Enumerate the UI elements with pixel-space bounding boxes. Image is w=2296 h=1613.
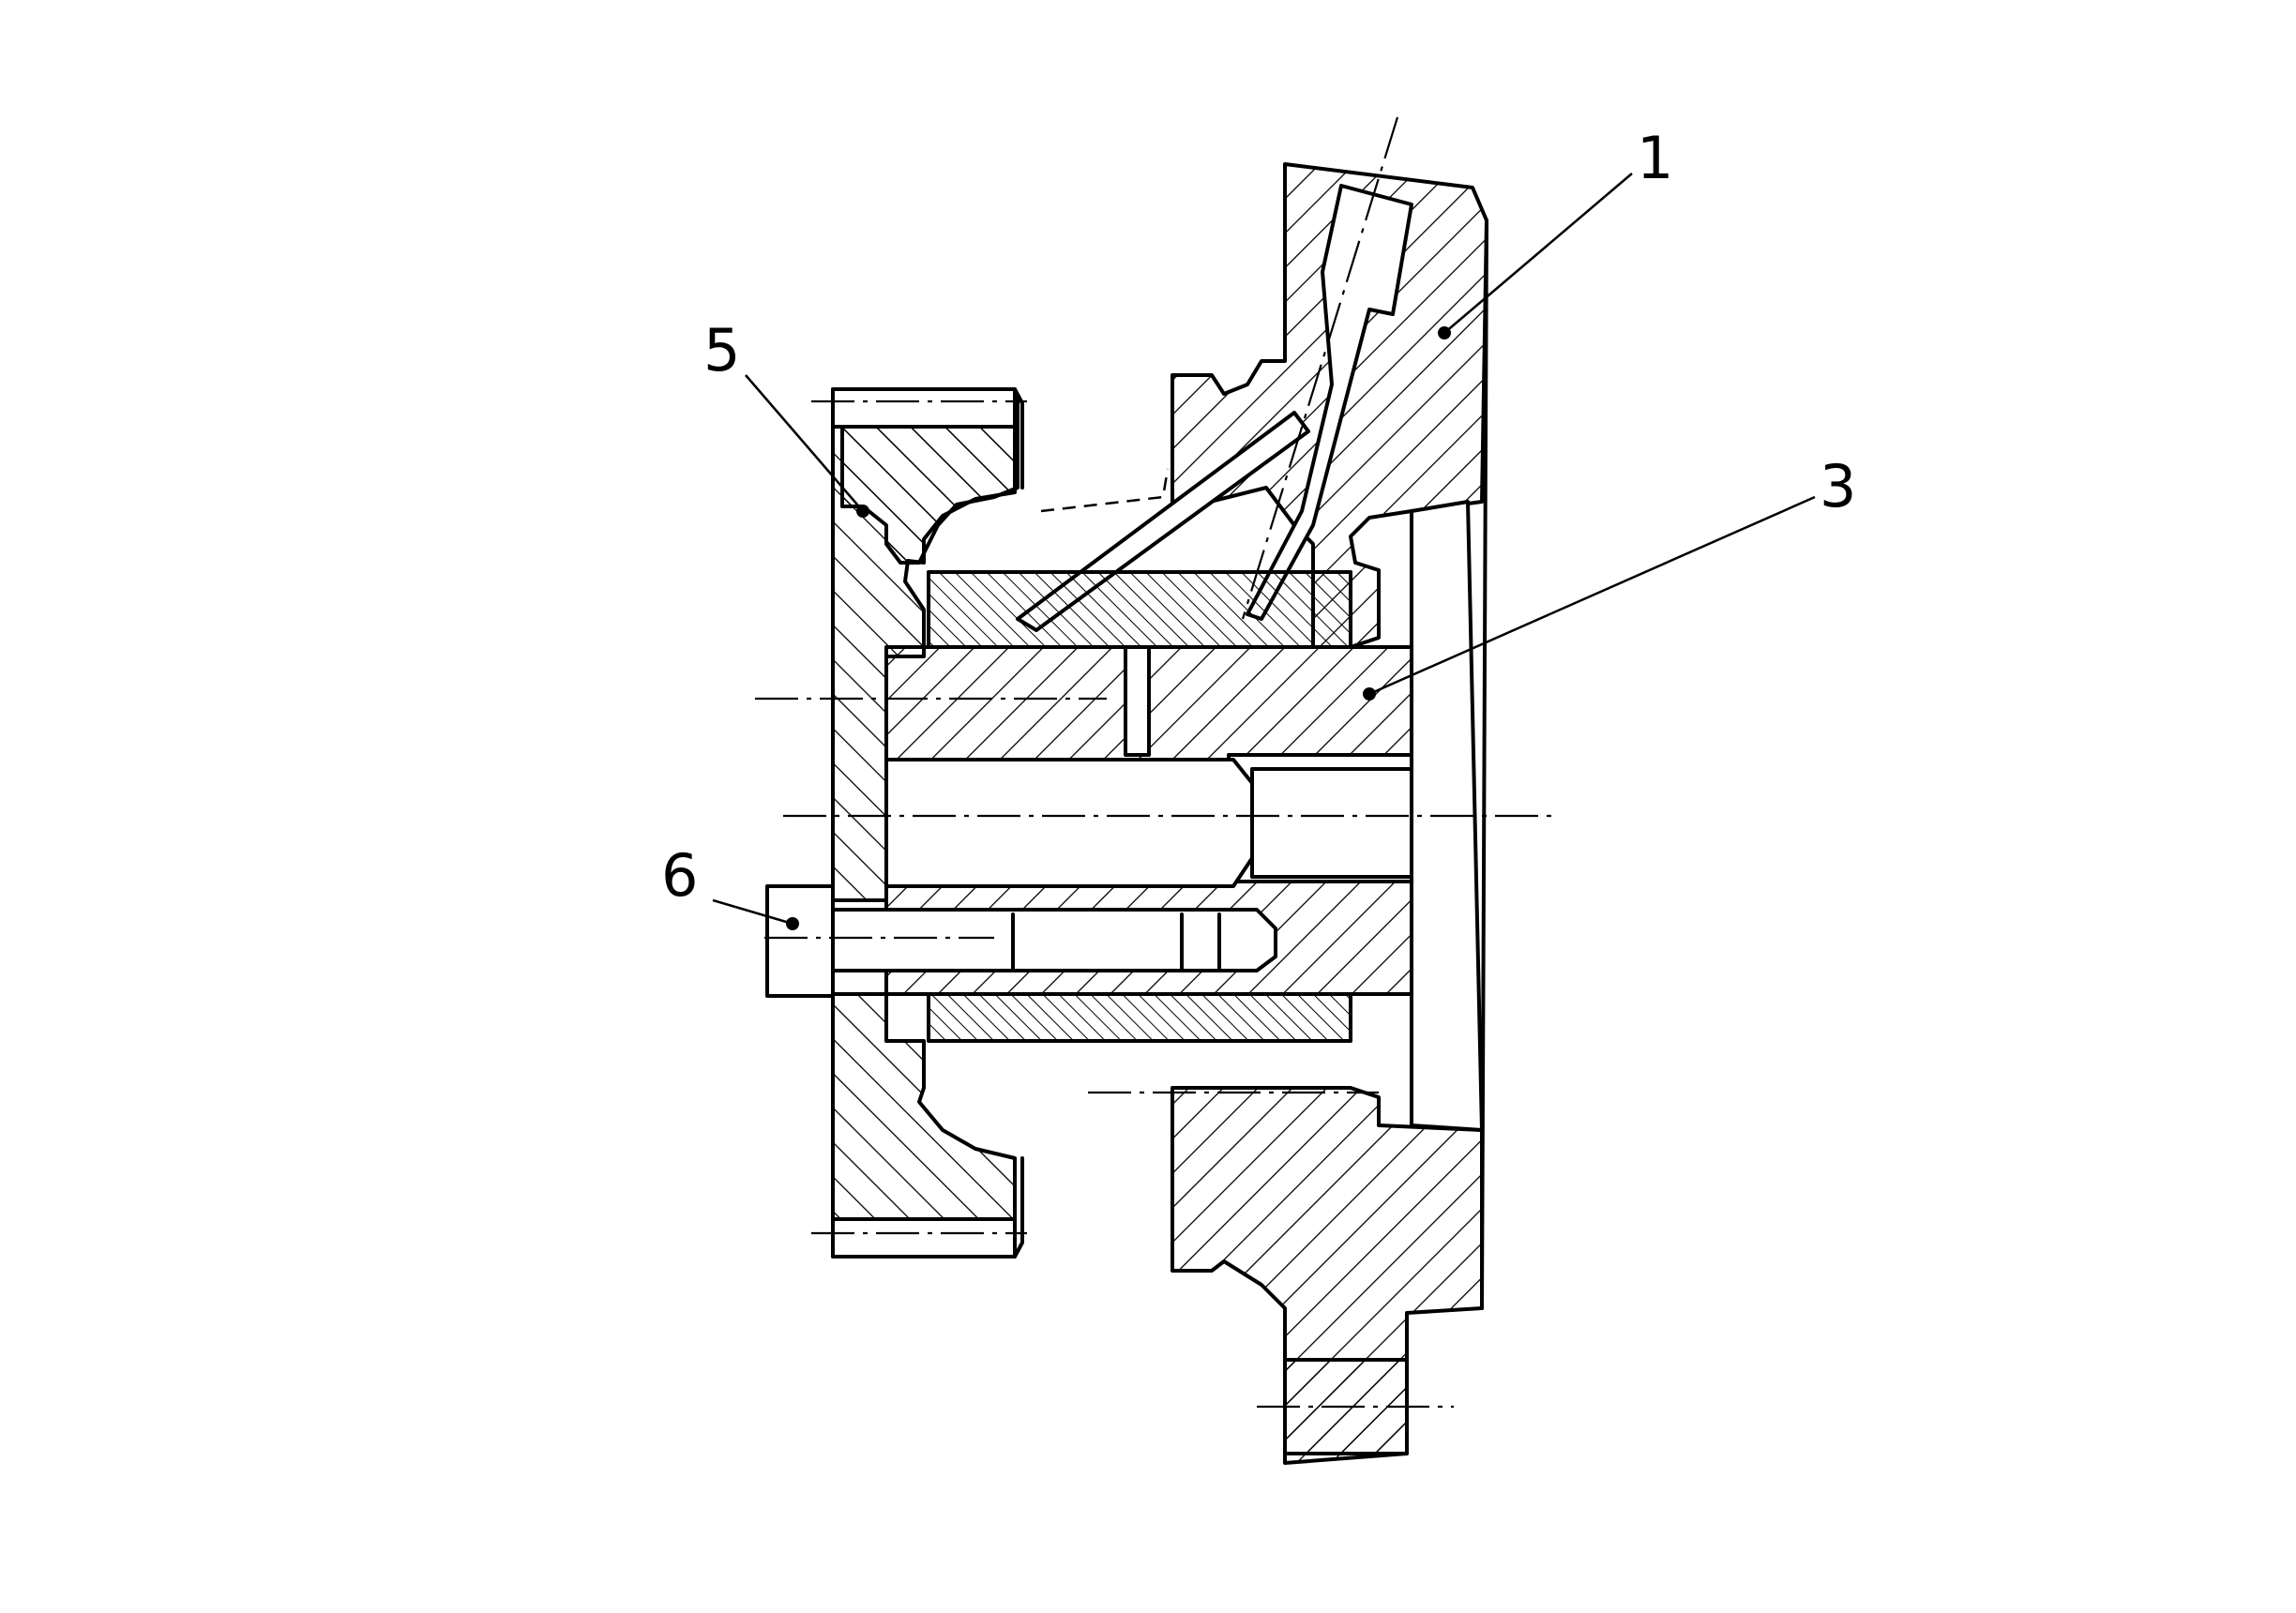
part-5-top-lip xyxy=(831,387,1017,429)
part-5-bottom-lip xyxy=(831,1217,1017,1259)
hidden-lines xyxy=(1040,468,1170,513)
leader-lines xyxy=(712,173,1816,930)
part-3-bore-right xyxy=(1250,767,1413,879)
part-1-right-edge xyxy=(1480,219,1488,1310)
callout-3: 3 xyxy=(1820,452,1856,520)
lower-insert-strip xyxy=(927,992,1352,1043)
part-5-plate xyxy=(831,387,1024,1259)
centerlines xyxy=(755,116,1557,1409)
ejector-pin-shank xyxy=(831,908,1277,972)
part-5-outer-edge xyxy=(831,387,1024,1259)
part-1-plate xyxy=(1016,162,1488,1465)
upper-insert-strip xyxy=(927,570,1352,649)
ejector-pin-head xyxy=(765,884,835,998)
part-6-ejector-pin xyxy=(765,884,1277,998)
callout-6: 6 xyxy=(661,841,698,910)
ejector-pin-step xyxy=(1011,912,1221,972)
gate-pin xyxy=(1124,645,1151,757)
part-3-bore xyxy=(884,758,1254,888)
callout-labels: 1 3 5 6 xyxy=(661,124,1856,910)
callout-1: 1 xyxy=(1637,124,1673,192)
callout-5: 5 xyxy=(703,316,740,384)
